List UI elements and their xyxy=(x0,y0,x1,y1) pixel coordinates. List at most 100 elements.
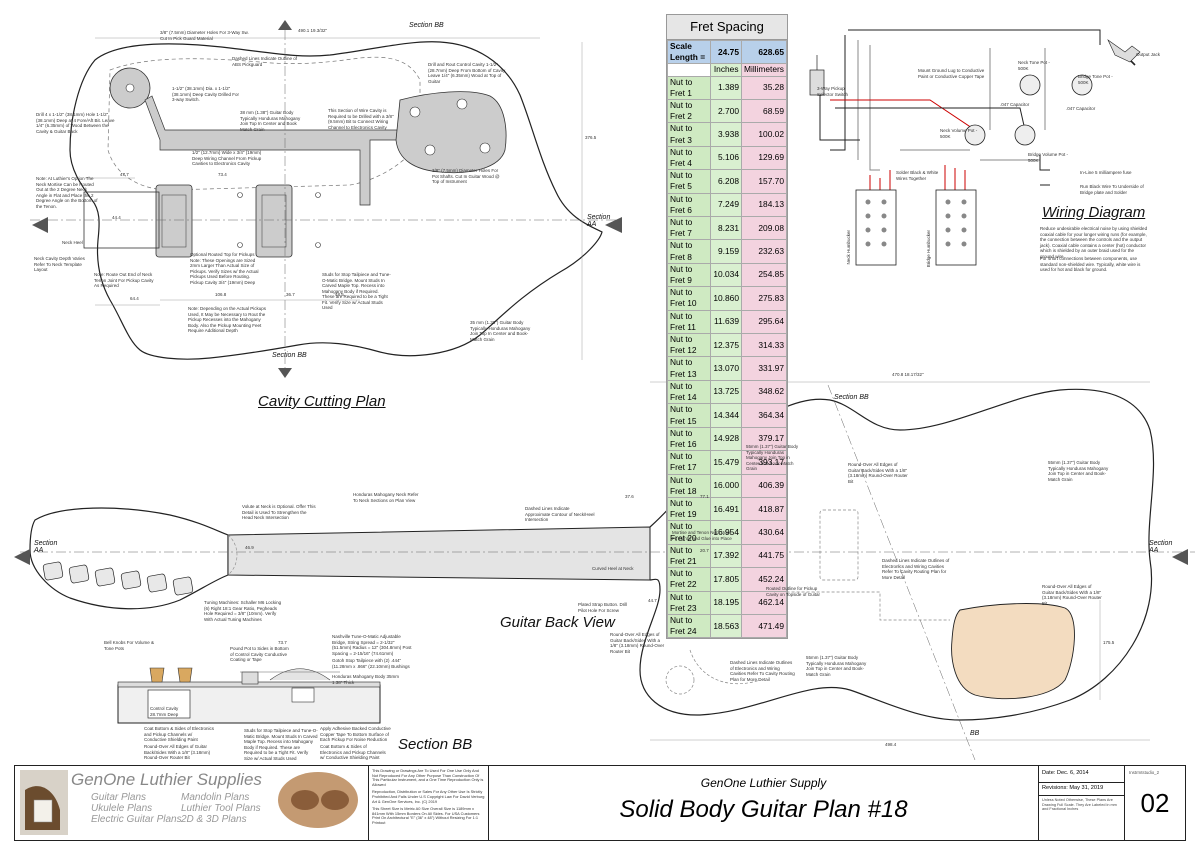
note-neck-tone: Neck Tone Pot - 500K xyxy=(1018,60,1050,71)
dim-height-1: 376.5 xyxy=(585,135,597,140)
note-body-wood-2: 35 mm (1.38") Guitar Body Typically Hond… xyxy=(470,320,531,342)
link-electric-guitar-plans[interactable]: Electric Guitar Plans xyxy=(91,814,182,825)
title-block-legal: This Drawing or Drawings Are To Used For… xyxy=(369,766,489,840)
dim-back-bottom: 498.4 xyxy=(885,742,897,747)
bridge-pickup-cavity xyxy=(255,184,293,258)
dim-37: 37.6 xyxy=(625,494,634,499)
note-pickup-top: Optional Routed Top for Pickups Note: Th… xyxy=(190,252,259,285)
note-tailpiece: Gotoh Stop Tailpiece with (2) .444" (11.… xyxy=(332,658,410,669)
plan-title: Solid Body Guitar Plan #18 xyxy=(619,796,908,823)
section-bb-top-marker: Section BB xyxy=(409,22,444,29)
note-neck-mortise: Note: At Luthier's Option The Neck Morti… xyxy=(36,176,98,209)
note-strap-button: Plated Strap Button. Drill Pilot Hole Fo… xyxy=(578,602,628,613)
supply-name: GenOne Luthier Supply xyxy=(700,776,827,790)
note-copper-tape: Apply Adhesive Backed Conductive Copper … xyxy=(320,726,391,742)
output-jack xyxy=(1107,39,1141,63)
dim-46: 46.9 xyxy=(245,545,254,550)
dim-44: 44.4 xyxy=(112,215,121,220)
note-routed-outline: Routed Outline for Pickup Cavity on Tops… xyxy=(766,586,820,597)
note-volute: Volute at Neck is Optional. Offer This D… xyxy=(242,504,316,520)
dim-overall-width: 490.1 19.3/32" xyxy=(298,28,328,33)
note-neck-heel: Neck Heel xyxy=(62,240,83,245)
title-block-photo-left xyxy=(20,770,68,835)
bridge-stud-holes xyxy=(237,192,321,248)
link-ukulele-plans[interactable]: Ukulele Plans xyxy=(91,803,153,814)
plan-revision: Revisions: May 31, 2019 xyxy=(1042,785,1104,791)
sheet-number: 02 xyxy=(1140,788,1170,818)
note-short-wire: For short connections between components… xyxy=(1040,256,1141,272)
note-capacitor-1: .047 Capacitor xyxy=(1000,102,1030,107)
back-view-neck xyxy=(227,526,651,581)
note-body-thickness: Honduras Mahogany Body 35mm 1.38" Thick xyxy=(332,674,400,685)
note-bell-knobs: Bell Knobs For Volume & Tone Pots xyxy=(104,640,155,651)
note-studs: Studs for Stop Tailpiece and Tune-O-Mati… xyxy=(322,272,391,310)
note-roundover-2: Round-Over All Edges of Guitar Back/Side… xyxy=(848,462,908,484)
note-wiring-channel: 1/2" (12.7mm) Wide x 3/4" (19mm) Deep Wi… xyxy=(192,150,262,166)
section-bb-back-top-marker: Section BB xyxy=(834,394,869,401)
note-drill-holes: Drill 4 x 1-1/2" (38.1mm) Hole 1-1/2" (3… xyxy=(36,112,115,134)
note-dashed-outlines-1: Dashed Lines Indicate Outlines of Electr… xyxy=(882,558,950,580)
note-solder-wires: Solder Black & White Wires Together xyxy=(896,170,939,181)
dim-64: 64.4 xyxy=(130,296,139,301)
back-bb-line xyxy=(827,384,976,761)
dim-height-2: 175.5 xyxy=(1103,640,1115,645)
note-body-wood-1: 38 mm (1.38") Guitar Body Typically Hond… xyxy=(240,110,301,132)
back-view-label: Guitar Back View xyxy=(500,614,615,631)
link-guitar-plans[interactable]: Guitar Plans xyxy=(91,792,147,803)
fret-spacing-table: Fret Spacing Scale Length = 24.75 628.65… xyxy=(666,14,788,640)
note-bridge-wire: Run Black Wire To Underside of Bridge pl… xyxy=(1080,184,1144,195)
note-switch-cavity: 1-1/2" (38.1mm) Dia. x 1-1/2" (38.1mm) D… xyxy=(172,86,240,102)
switch-hole xyxy=(125,83,135,93)
note-ground-pot: Pound Pot to Sides in Bottom of Control … xyxy=(230,646,289,662)
link-2d-3d-plans[interactable]: 2D & 3D Plans xyxy=(181,814,247,825)
fret-scale-row: Scale Length = 24.75 628.65 xyxy=(666,39,788,65)
file-name: Instrmtstudio_2 xyxy=(1129,770,1160,775)
title-block-photo-right xyxy=(278,772,358,828)
note-roundover-3: Round-Over All Edges of Guitar Back/Side… xyxy=(1042,584,1102,606)
link-luthier-tool-plans[interactable]: Luthier Tool Plans xyxy=(181,803,261,814)
note-wire-cavity: This Section of Wire Cavity is Required … xyxy=(328,108,394,130)
note-roundover-4: Round-Over All Edges of Guitar Back/Side… xyxy=(144,744,211,760)
wiring-diagram-label: Wiring Diagram xyxy=(1042,204,1146,221)
note-tuning-machines: Tuning Machines: Schaller M6 Locking (6)… xyxy=(204,600,282,622)
note-pot-holes: 3/8" (7.5mm) Diameter Holes For Pot Shaf… xyxy=(432,168,500,184)
fret-header-row: Inches Millimeters xyxy=(666,63,788,77)
dim-73b: 73.7 xyxy=(278,640,287,645)
dim-73: 73.4 xyxy=(218,172,227,177)
humbuckers xyxy=(855,189,977,266)
back-control-cavity xyxy=(951,603,1075,700)
section-bb-bottom-marker: Section BB xyxy=(272,352,307,359)
cavity-plan-label: Cavity Cutting Plan xyxy=(258,393,386,410)
note-coat-channels-2: Coat Bottom & Sides of Electronics and P… xyxy=(320,744,386,760)
note-back-body-wood-2: 55mm (1.37") Guitar Body Typically Hondu… xyxy=(1048,460,1109,482)
neck-pickup-cavity xyxy=(155,184,193,258)
note-bridge-volume: Bridge Volume Pot - 500K xyxy=(1028,152,1069,163)
note-mortise-tenon: Mortise and Tenon Neck Joint Fit Tightly… xyxy=(672,530,732,541)
title-block: GenOne Luthier Supplies Guitar Plans Uku… xyxy=(14,765,1186,841)
wiring-diagram xyxy=(819,29,1136,195)
note-ground-lug: Mount Ground Lug to Conductive Paint or … xyxy=(918,68,985,79)
link-mandolin-plans[interactable]: Mandolin Plans xyxy=(181,792,250,803)
section-bb-back-bottom-marker: BB xyxy=(970,730,980,737)
company-links-col1: Guitar Plans Ukulele Plans Electric Guit… xyxy=(91,792,182,825)
note-neck-contour: Dashed Lines Indicate Approximate Contou… xyxy=(525,506,595,522)
note-control-cavity-depth: Control Cavity 28.7mm Deep xyxy=(150,706,179,717)
